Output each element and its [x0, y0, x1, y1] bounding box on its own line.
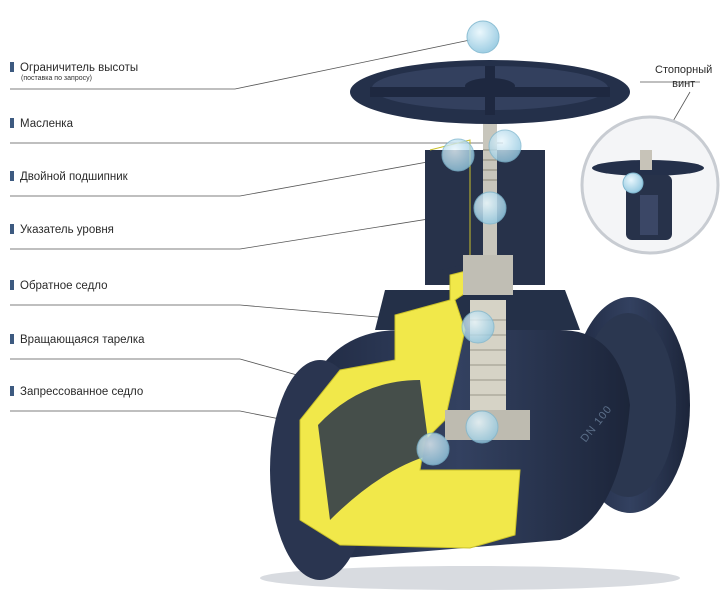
label-text: Ограничитель высоты: [20, 62, 139, 74]
marker-square: [10, 280, 14, 290]
callout-bubbles: [416, 20, 522, 466]
label-rotating-disc: Вращающаяся тарелка: [10, 334, 145, 347]
label-text: Запрессованное седло: [20, 386, 144, 398]
inset-label-line2: винт: [672, 78, 696, 90]
label-text: Двойной подшипник: [20, 171, 128, 183]
label-text: Указатель уровня: [20, 224, 114, 236]
label-pressed-seat: Запрессованное седло: [10, 386, 143, 399]
label-back-seat: Обратное седло: [10, 280, 108, 293]
marker-square: [10, 334, 14, 344]
marker-square: [10, 171, 14, 181]
label-level-indicator: Указатель уровня: [10, 224, 114, 237]
marker-square: [10, 118, 14, 128]
inset-label: Стопорный винт: [655, 63, 712, 91]
marker-square: [10, 224, 14, 234]
marker-square: [10, 62, 14, 72]
label-double-bearing: Двойной подшипник: [10, 171, 128, 184]
label-text: Обратное седло: [20, 280, 108, 292]
label-height-limiter: Ограничитель высоты: [10, 62, 138, 75]
inset-label-line1: Стопорный: [655, 64, 713, 76]
marker-square: [10, 386, 14, 396]
label-height-limiter-sub: (поставка по запросу): [21, 75, 92, 82]
label-grease-nipple: Масленка: [10, 118, 73, 131]
inset-detail: [580, 115, 720, 255]
label-text: Вращающаяся тарелка: [20, 334, 145, 346]
label-text: Масленка: [20, 118, 73, 130]
stem: [483, 80, 497, 290]
